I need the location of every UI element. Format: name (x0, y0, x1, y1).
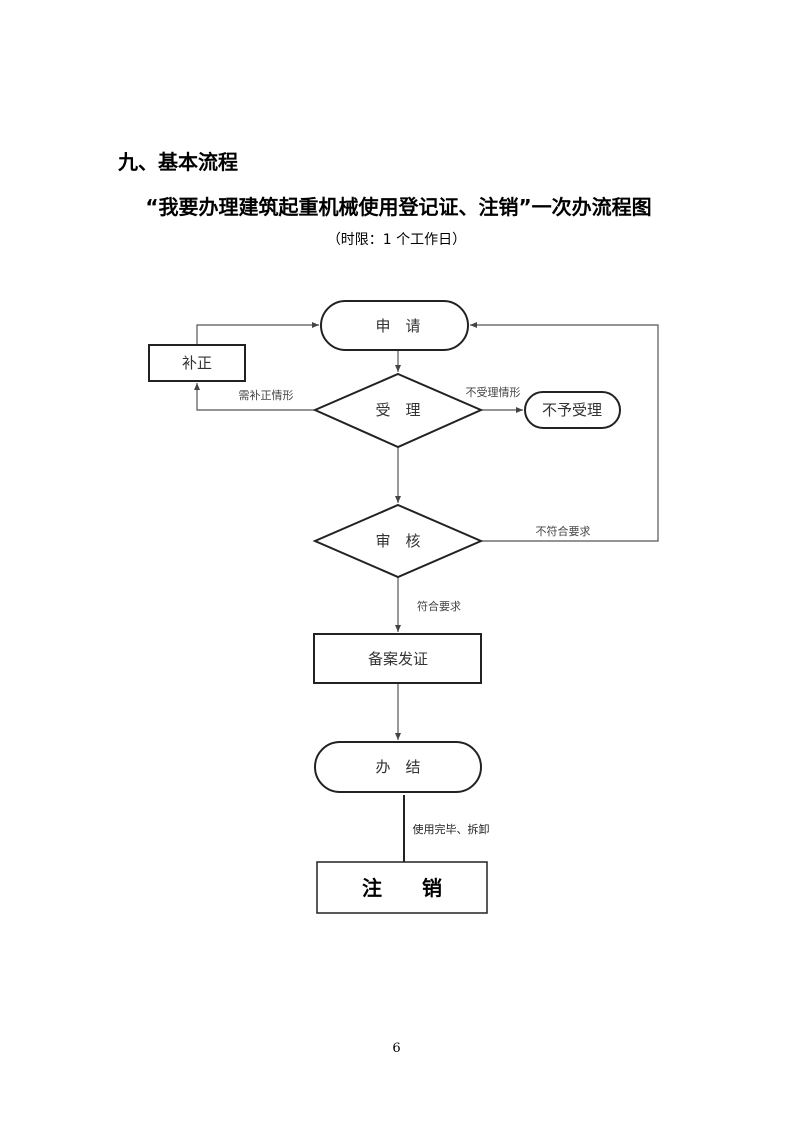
edge-label-need-correction: 需补正情形 (239, 389, 294, 402)
document-title: “我要办理建筑起重机械使用登记证、注销”一次办流程图 (145, 195, 652, 219)
node-reject (524, 391, 621, 429)
node-review-label: 审 核 (375, 532, 420, 550)
node-accept (312, 372, 484, 449)
node-complete-label: 办 结 (375, 758, 420, 776)
node-review (312, 503, 484, 579)
node-apply-label: 申 请 (375, 317, 420, 335)
edge-label-not-accepted: 不受理情形 (466, 386, 521, 399)
node-apply (320, 300, 469, 351)
node-issue (313, 633, 482, 684)
edge-accept-to-correct (194, 383, 315, 411)
node-correct-label: 补正 (182, 354, 212, 372)
node-cancel (316, 861, 488, 914)
node-reject-label: 不予受理 (542, 401, 602, 419)
edge-label-compliant: 符合要求 (417, 599, 461, 613)
edge-review-to-apply (470, 322, 659, 542)
node-complete (314, 741, 482, 793)
node-accept-label: 受 理 (375, 401, 420, 419)
node-correct (148, 344, 246, 382)
edge-label-used-dismantled: 使用完毕、拆卸 (413, 822, 490, 836)
node-cancel-label: 注 销 (362, 876, 442, 900)
page-number: 6 (392, 1041, 401, 1056)
node-issue-label: 备案发证 (368, 650, 428, 668)
time-limit-subtitle: （时限：1 个工作日） (326, 232, 467, 248)
edge-label-not-compliant: 不符合要求 (536, 524, 591, 538)
edge-correct-to-apply (196, 322, 319, 345)
section-heading: 九、基本流程 (118, 150, 238, 174)
